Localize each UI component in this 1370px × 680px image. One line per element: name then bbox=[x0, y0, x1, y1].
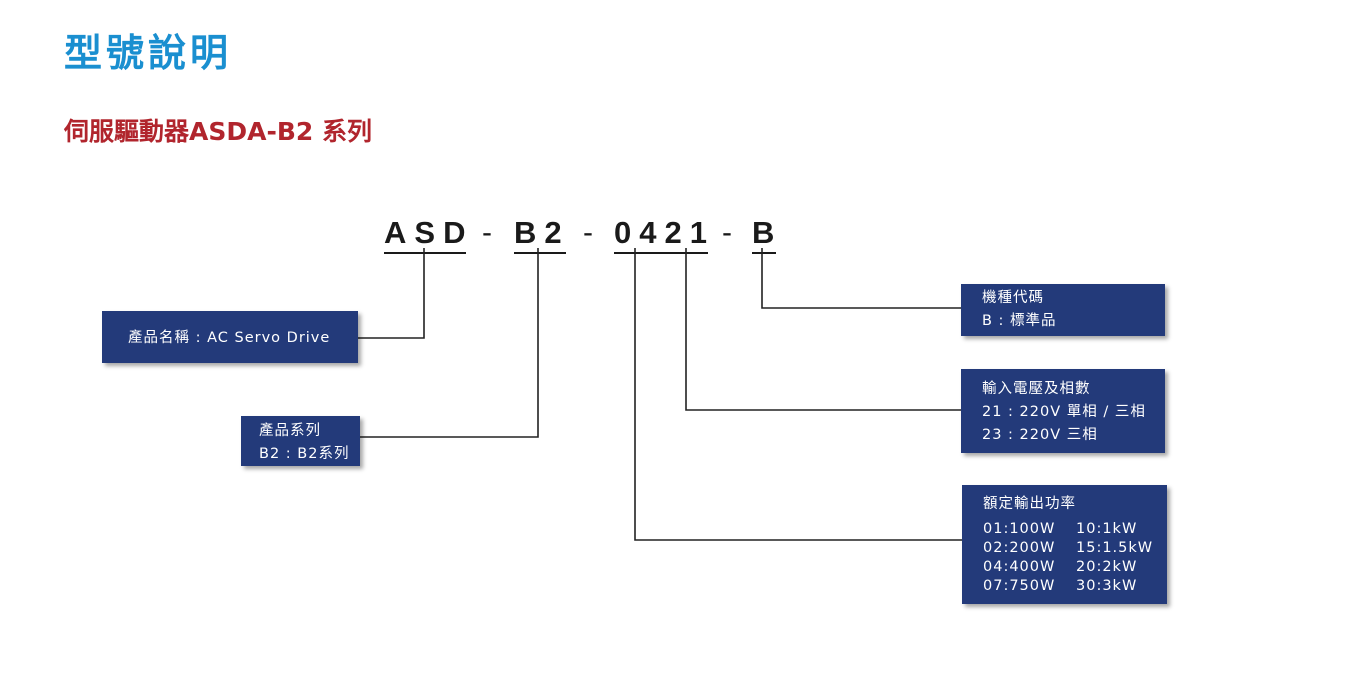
code-part-type: B bbox=[752, 214, 776, 254]
code-part-series: B2 bbox=[514, 214, 566, 254]
code-separator: - bbox=[482, 216, 492, 249]
code-part-power-voltage: 0421 bbox=[614, 214, 708, 254]
input-voltage-option: 23 : 220V 三相 bbox=[982, 427, 1098, 443]
model-type-title: 機種代碼 bbox=[982, 290, 1044, 306]
rated-power-option: 15:1.5kW bbox=[1076, 540, 1154, 556]
input-voltage-title: 輸入電壓及相數 bbox=[982, 381, 1091, 397]
code-separator: - bbox=[583, 216, 593, 249]
section-title: 伺服驅動器ASDA-B2 系列 bbox=[64, 117, 372, 146]
product-series-box: 產品系列 B2 : B2系列 bbox=[241, 416, 360, 466]
connector-product-name bbox=[358, 248, 425, 339]
rated-power-option: 07:750W bbox=[983, 578, 1056, 594]
rated-power-option: 30:3kW bbox=[1076, 578, 1138, 594]
code-part-asd: ASD bbox=[384, 214, 466, 254]
model-type-value: B : 標準品 bbox=[982, 313, 1057, 329]
product-name-text: 產品名稱 : AC Servo Drive bbox=[128, 330, 331, 346]
product-name-box: 產品名稱 : AC Servo Drive bbox=[102, 311, 358, 363]
rated-power-option: 10:1kW bbox=[1076, 521, 1138, 537]
model-type-box: 機種代碼 B : 標準品 bbox=[961, 284, 1165, 336]
input-voltage-option: 21 : 220V 單相 / 三相 bbox=[982, 404, 1146, 420]
product-series-title: 產品系列 bbox=[259, 423, 321, 439]
product-series-value: B2 : B2系列 bbox=[259, 446, 350, 462]
connector-input-voltage bbox=[685, 248, 961, 411]
code-separator: - bbox=[722, 216, 732, 249]
rated-power-list: 01:100W 10:1kW 02:200W 15:1.5kW 04:400W … bbox=[983, 520, 1167, 596]
rated-power-option: 20:2kW bbox=[1076, 559, 1138, 575]
connector-model-type bbox=[761, 248, 961, 309]
input-voltage-box: 輸入電壓及相數 21 : 220V 單相 / 三相 23 : 220V 三相 bbox=[961, 369, 1165, 453]
connector-product-series bbox=[360, 248, 539, 438]
page-title: 型號說明 bbox=[64, 31, 233, 75]
rated-power-option: 04:400W bbox=[983, 559, 1056, 575]
rated-power-option: 02:200W bbox=[983, 540, 1056, 556]
connector-rated-power bbox=[634, 248, 962, 541]
rated-power-title: 額定輸出功率 bbox=[983, 496, 1076, 512]
rated-power-option: 01:100W bbox=[983, 521, 1056, 537]
rated-power-box: 額定輸出功率 01:100W 10:1kW 02:200W 15:1.5kW 0… bbox=[962, 485, 1167, 604]
